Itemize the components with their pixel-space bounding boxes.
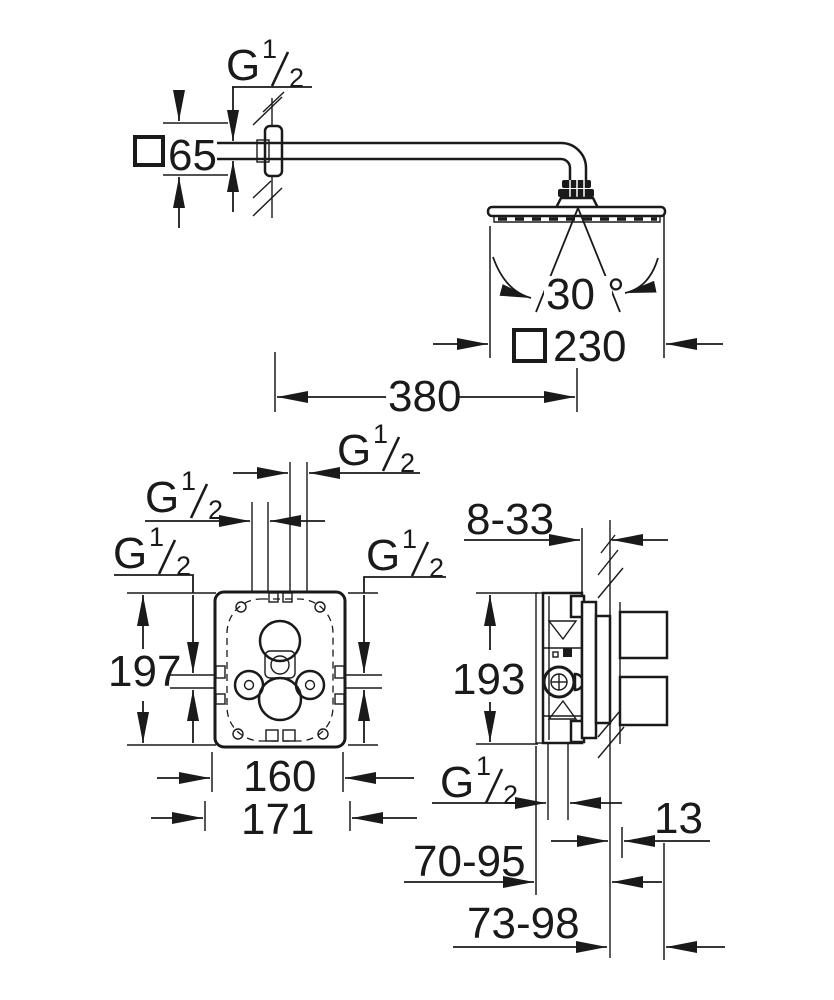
top-clip bbox=[282, 592, 293, 603]
arm-bend-inner bbox=[560, 157, 572, 181]
svg-text:1: 1 bbox=[373, 419, 388, 449]
svg-text:G: G bbox=[440, 758, 474, 807]
escutcheon-size-value: 65 bbox=[168, 131, 217, 180]
spray-angle-value: 30 ° bbox=[546, 270, 625, 319]
mounting-depth-value: 8-33 bbox=[466, 495, 554, 544]
front-view-rough-in-box: G 1 2 G 1 2 G 1 2 G 1 2 bbox=[108, 419, 446, 844]
side-clip bbox=[215, 665, 226, 679]
top-clip bbox=[268, 592, 279, 603]
wall-flange-plate bbox=[594, 614, 612, 725]
svg-text:1: 1 bbox=[262, 34, 277, 64]
box-width-value: 160 bbox=[243, 752, 316, 801]
arm-nut bbox=[256, 139, 270, 163]
fraction-slash bbox=[157, 539, 177, 575]
svg-text:G: G bbox=[145, 473, 179, 522]
ball-joint-ring bbox=[558, 189, 594, 197]
box-height-value: 197 bbox=[108, 647, 181, 696]
side-clip bbox=[334, 665, 345, 679]
svg-text:G: G bbox=[337, 426, 371, 475]
arm-length-value: 380 bbox=[388, 372, 461, 421]
screw bbox=[317, 728, 329, 740]
square-symbol-icon bbox=[133, 135, 165, 167]
svg-text:G: G bbox=[226, 41, 260, 90]
box-inner-contour bbox=[226, 598, 334, 742]
depth-range-wall-value: 70-95 bbox=[413, 837, 526, 886]
bottom-clip bbox=[265, 729, 279, 742]
svg-text:2: 2 bbox=[429, 553, 444, 583]
wall-hatch bbox=[252, 96, 283, 126]
center-housing bbox=[264, 650, 296, 679]
side-clip bbox=[215, 693, 226, 705]
thread-label-inlet-right: G 1 2 bbox=[366, 524, 444, 583]
valve-port-top bbox=[258, 619, 302, 663]
thread-label-outlet-left: G 1 2 bbox=[145, 466, 223, 525]
bottom-clip bbox=[282, 729, 296, 742]
side-knob-right bbox=[294, 669, 326, 701]
wall-escutcheon bbox=[263, 124, 284, 178]
depth-range-trim-value: 73-98 bbox=[467, 899, 580, 948]
screw bbox=[314, 601, 326, 613]
fraction-slash bbox=[270, 51, 290, 87]
square-symbol-icon bbox=[512, 328, 547, 363]
side-clip bbox=[334, 693, 345, 705]
svg-text:1: 1 bbox=[402, 524, 417, 554]
marking-detail bbox=[563, 648, 572, 657]
spray-angle-line-right bbox=[577, 207, 621, 313]
svg-text:1: 1 bbox=[149, 522, 164, 552]
angle-arrow-left bbox=[492, 256, 532, 299]
flange-width-value: 171 bbox=[241, 795, 314, 844]
wall-hatch bbox=[252, 180, 272, 199]
trim-handle-bottom bbox=[618, 675, 669, 727]
spray-angle-line-left bbox=[535, 207, 579, 313]
svg-text:G: G bbox=[113, 529, 147, 578]
trim-handle-top bbox=[618, 610, 669, 660]
wall-hatch bbox=[600, 534, 616, 554]
thread-label-inlet-left: G 1 2 bbox=[113, 522, 191, 581]
side-knob-right-center bbox=[304, 679, 316, 691]
svg-text:2: 2 bbox=[289, 63, 304, 93]
nozzle-face bbox=[493, 216, 661, 223]
screw bbox=[232, 728, 244, 740]
svg-text:1: 1 bbox=[181, 466, 196, 496]
thread-label-arm: G 1 2 bbox=[226, 34, 304, 93]
wall-hatch bbox=[252, 187, 283, 217]
rough-in-box-front bbox=[213, 590, 347, 749]
head-size-value: 230 bbox=[553, 322, 626, 371]
funnel-detail bbox=[547, 620, 578, 641]
center-port bbox=[270, 655, 290, 675]
angle-text-mask bbox=[544, 276, 612, 314]
side-knob-left-center bbox=[243, 679, 255, 691]
svg-text:2: 2 bbox=[176, 551, 191, 581]
trim-distance-value: 13 bbox=[654, 794, 703, 843]
svg-text:1: 1 bbox=[476, 751, 491, 781]
top-view-shower-arm-assembly: 30 ° G 1 2 65 230 380 bbox=[133, 34, 723, 421]
thread-label-outlet-top: G 1 2 bbox=[337, 419, 415, 478]
fraction-slash bbox=[484, 768, 504, 804]
side-height-value: 193 bbox=[452, 655, 525, 704]
svg-text:G: G bbox=[366, 531, 400, 580]
thread-label-inlet-bottom: G 1 2 bbox=[440, 751, 518, 810]
wall-hatch bbox=[597, 549, 619, 576]
svg-text:2: 2 bbox=[400, 448, 415, 478]
trim-sleeve bbox=[580, 600, 598, 740]
valve-port-bottom bbox=[257, 676, 303, 722]
funnel-detail bbox=[547, 699, 578, 720]
side-knob-left bbox=[233, 669, 265, 701]
marking-detail bbox=[552, 651, 559, 658]
svg-text:2: 2 bbox=[503, 780, 518, 810]
arm-bend-outer bbox=[560, 141, 588, 181]
wall-hatch bbox=[262, 91, 285, 113]
thread-leader bbox=[114, 574, 194, 593]
side-view-rough-in-box: 8-33 193 G bbox=[404, 495, 725, 960]
screw bbox=[235, 601, 247, 613]
fraction-slash bbox=[410, 541, 430, 577]
fraction-slash bbox=[381, 436, 401, 472]
angle-arrow-right bbox=[624, 257, 659, 294]
thread-leader bbox=[363, 576, 446, 593]
fraction-slash bbox=[189, 483, 209, 519]
